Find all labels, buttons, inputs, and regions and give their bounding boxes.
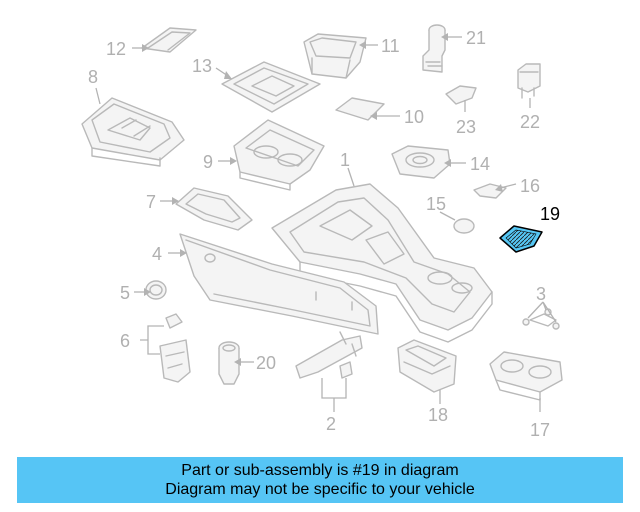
- info-banner: Part or sub-assembly is #19 in diagram D…: [17, 457, 623, 503]
- part-22-switch: 22: [517, 63, 541, 132]
- callout-19: 19: [540, 204, 560, 224]
- callout-9: 9: [203, 152, 213, 172]
- part-17-cup-holder: 17: [489, 351, 563, 440]
- callout-18: 18: [428, 405, 448, 425]
- callout-1: 1: [340, 150, 350, 170]
- part-9-housing: 9: [203, 119, 325, 191]
- part-16-bracket: 16: [473, 176, 540, 199]
- part-3-fasteners: 3: [522, 284, 560, 330]
- part-21-socket: 21: [422, 24, 486, 73]
- part-10-pad: 10: [335, 97, 424, 127]
- callout-5: 5: [120, 283, 130, 303]
- banner-line-1: Part or sub-assembly is #19 in diagram: [181, 462, 459, 479]
- part-12-lid: 12: [106, 27, 197, 59]
- part-13-bezel: 13: [192, 56, 321, 113]
- part-14-cup-insert: 14: [391, 145, 490, 179]
- callout-21: 21: [466, 28, 486, 48]
- part-1-console: 1: [271, 150, 493, 343]
- part-6-bracket: 6: [120, 313, 191, 383]
- part-2-brackets: 2: [295, 331, 363, 434]
- part-4-side-panel: 4: [152, 233, 379, 335]
- parts-diagram: 12 11 21 22 23 8: [81, 24, 563, 440]
- part-11-box: 11: [303, 33, 400, 79]
- part-18-tray: 18: [397, 339, 457, 425]
- callout-15: 15: [426, 194, 446, 214]
- callout-10: 10: [404, 107, 424, 127]
- callout-11: 11: [381, 36, 400, 56]
- callout-2: 2: [326, 414, 336, 434]
- part-5-plug: 5: [120, 280, 167, 303]
- callout-7: 7: [146, 192, 156, 212]
- part-15-cap: 15: [426, 194, 475, 234]
- part-23-block: 23: [445, 85, 477, 137]
- callout-17: 17: [530, 420, 550, 440]
- callout-12: 12: [106, 39, 126, 59]
- callout-22: 22: [520, 112, 540, 132]
- callout-16: 16: [520, 176, 540, 196]
- callout-20: 20: [256, 353, 276, 373]
- part-7-cover: 7: [146, 187, 253, 231]
- part-20-cylinder: 20: [218, 341, 276, 385]
- callout-23: 23: [456, 117, 476, 137]
- callout-14: 14: [470, 154, 490, 174]
- callout-4: 4: [152, 244, 162, 264]
- callout-13: 13: [192, 56, 212, 76]
- part-19-highlighted-pad: 19: [499, 204, 560, 253]
- callout-6: 6: [120, 331, 130, 351]
- callout-8: 8: [88, 67, 98, 87]
- callout-3: 3: [536, 284, 546, 304]
- part-8-tray: 8: [81, 67, 185, 167]
- banner-line-2: Diagram may not be specific to your vehi…: [165, 481, 475, 498]
